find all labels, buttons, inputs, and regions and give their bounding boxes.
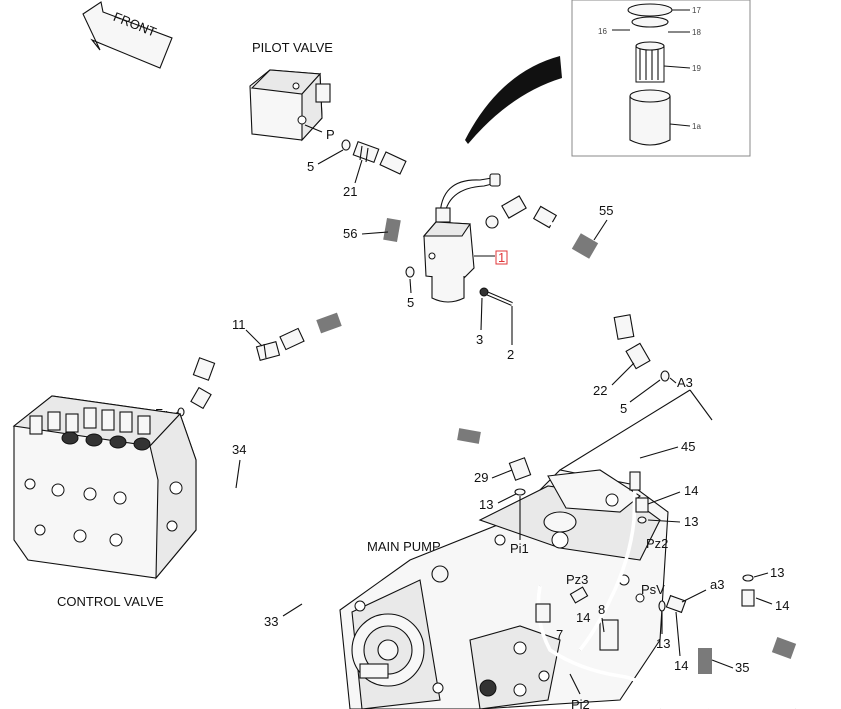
callout-5: 5 bbox=[620, 401, 627, 416]
front-arrow-icon bbox=[82, 1, 173, 69]
callout-3: 3 bbox=[476, 332, 483, 347]
hose-56 bbox=[279, 151, 409, 351]
callout-8: 8 bbox=[598, 602, 605, 617]
callout-35: 35 bbox=[735, 660, 749, 675]
hose-35 bbox=[658, 594, 712, 709]
port-a3-label: A3 bbox=[677, 375, 693, 390]
port-pz3-label: Pz3 bbox=[566, 572, 588, 587]
hose-45 bbox=[578, 445, 649, 652]
callout-29: 29 bbox=[474, 470, 488, 485]
callout-34: 34 bbox=[232, 442, 246, 457]
port-psv-label: PsV bbox=[641, 582, 665, 597]
main-pump bbox=[339, 469, 669, 709]
pilot-valve-label: PILOT VALVE bbox=[252, 40, 333, 55]
port-a3-lower-label: a3 bbox=[710, 577, 724, 592]
callout-1-highlighted: 1 bbox=[498, 250, 505, 265]
callout-13: 13 bbox=[479, 497, 493, 512]
port-pi1-label: Pi1 bbox=[510, 541, 529, 556]
callout-13: 13 bbox=[656, 636, 670, 651]
callout-14: 14 bbox=[684, 483, 698, 498]
callout-21: 21 bbox=[343, 184, 357, 199]
inset-label: 17 bbox=[692, 6, 701, 15]
inset-label: 19 bbox=[692, 64, 701, 73]
callout-11: 11 bbox=[232, 317, 246, 332]
inset-label: 18 bbox=[692, 28, 701, 37]
callout-5: 5 bbox=[407, 295, 414, 310]
callout-7: 7 bbox=[556, 627, 563, 642]
callout-14: 14 bbox=[576, 610, 590, 625]
inset-label: 16 bbox=[598, 27, 607, 36]
port-p-label: P bbox=[326, 127, 335, 142]
adapter-fitting bbox=[352, 140, 380, 164]
solenoid-valve bbox=[422, 173, 501, 303]
fitting-11 bbox=[255, 340, 281, 362]
callout-33: 33 bbox=[264, 614, 278, 629]
callout-55: 55 bbox=[599, 203, 613, 218]
callout-56: 56 bbox=[343, 226, 357, 241]
main-pump-label: MAIN PUMP bbox=[367, 539, 441, 554]
hose-right bbox=[741, 574, 805, 709]
callout-13: 13 bbox=[770, 565, 784, 580]
callout-22: 22 bbox=[593, 383, 607, 398]
inset-label: 1a bbox=[692, 122, 701, 131]
inset-pointer bbox=[465, 56, 562, 144]
o-ring bbox=[405, 266, 415, 278]
elbow-29 bbox=[508, 457, 532, 496]
inset-detail-box bbox=[571, 0, 751, 157]
callout-13: 13 bbox=[684, 514, 698, 529]
highlight-box bbox=[495, 250, 508, 265]
control-valve bbox=[12, 395, 197, 580]
callout-14: 14 bbox=[775, 598, 789, 613]
hose-55 bbox=[501, 195, 670, 382]
pilot-valve bbox=[249, 69, 331, 142]
port-pi2-label: Pi2 bbox=[571, 697, 590, 709]
callout-45: 45 bbox=[681, 439, 695, 454]
port-pz2-label: Pz2 bbox=[646, 536, 668, 551]
callout-14: 14 bbox=[674, 658, 688, 673]
pilot-hose-pi2 bbox=[535, 585, 662, 709]
hose-34 bbox=[177, 357, 516, 464]
bolt bbox=[479, 287, 513, 306]
control-valve-label: CONTROL VALVE bbox=[57, 594, 164, 609]
callout-5: 5 bbox=[307, 159, 314, 174]
callout-2: 2 bbox=[507, 347, 514, 362]
o-ring bbox=[341, 139, 351, 151]
